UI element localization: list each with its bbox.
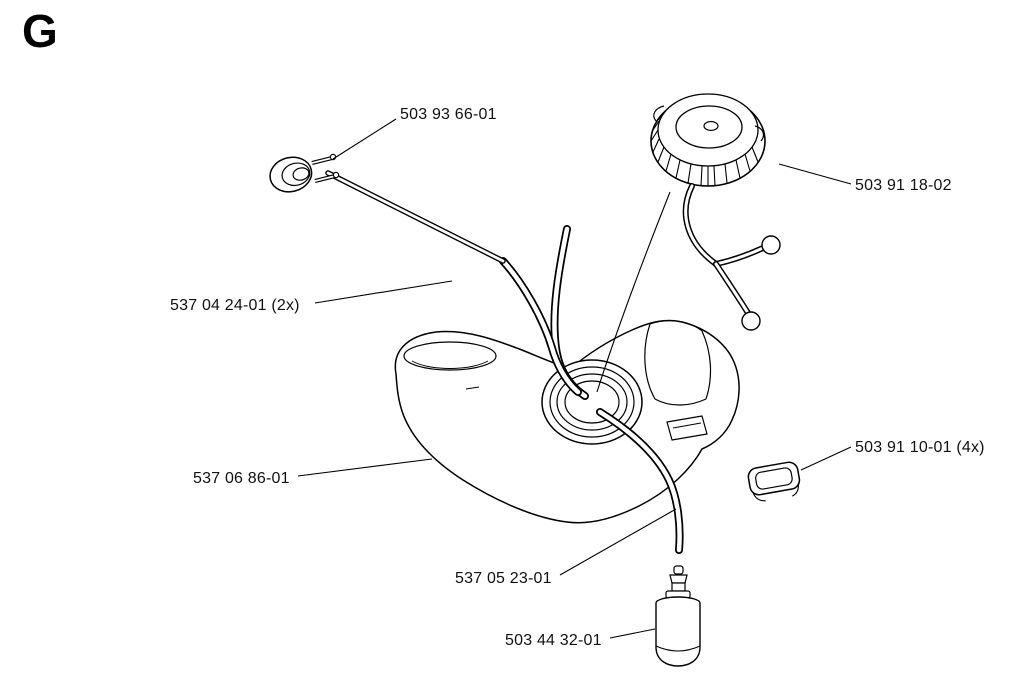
vent-tube xyxy=(325,170,506,264)
fuel-filter xyxy=(655,565,701,667)
part-label-537-04-24-01: 537 04 24-01 (2x) xyxy=(170,297,300,314)
part-label-503-91-18-02: 503 91 18-02 xyxy=(855,177,952,194)
part-label-503-44-32-01: 503 44 32-01 xyxy=(505,632,602,649)
grommet xyxy=(747,461,801,502)
fuel-hose-vent xyxy=(499,257,582,396)
part-label-537-06-86-01: 537 06 86-01 xyxy=(193,470,290,487)
part-label-503-91-10-01: 503 91 10-01 (4x) xyxy=(855,439,985,456)
tank-vent-valve xyxy=(269,153,340,193)
fuel-hose-lower xyxy=(596,408,684,554)
part-label-503-93-66-01: 503 93 66-01 xyxy=(400,106,497,123)
leader-lines xyxy=(297,118,852,639)
cap-retainer-strap xyxy=(682,183,781,331)
fuel-cap xyxy=(650,93,766,187)
section-letter: G xyxy=(22,5,58,57)
cap-tether-line xyxy=(596,191,671,393)
part-label-537-05-23-01: 537 05 23-01 xyxy=(455,570,552,587)
